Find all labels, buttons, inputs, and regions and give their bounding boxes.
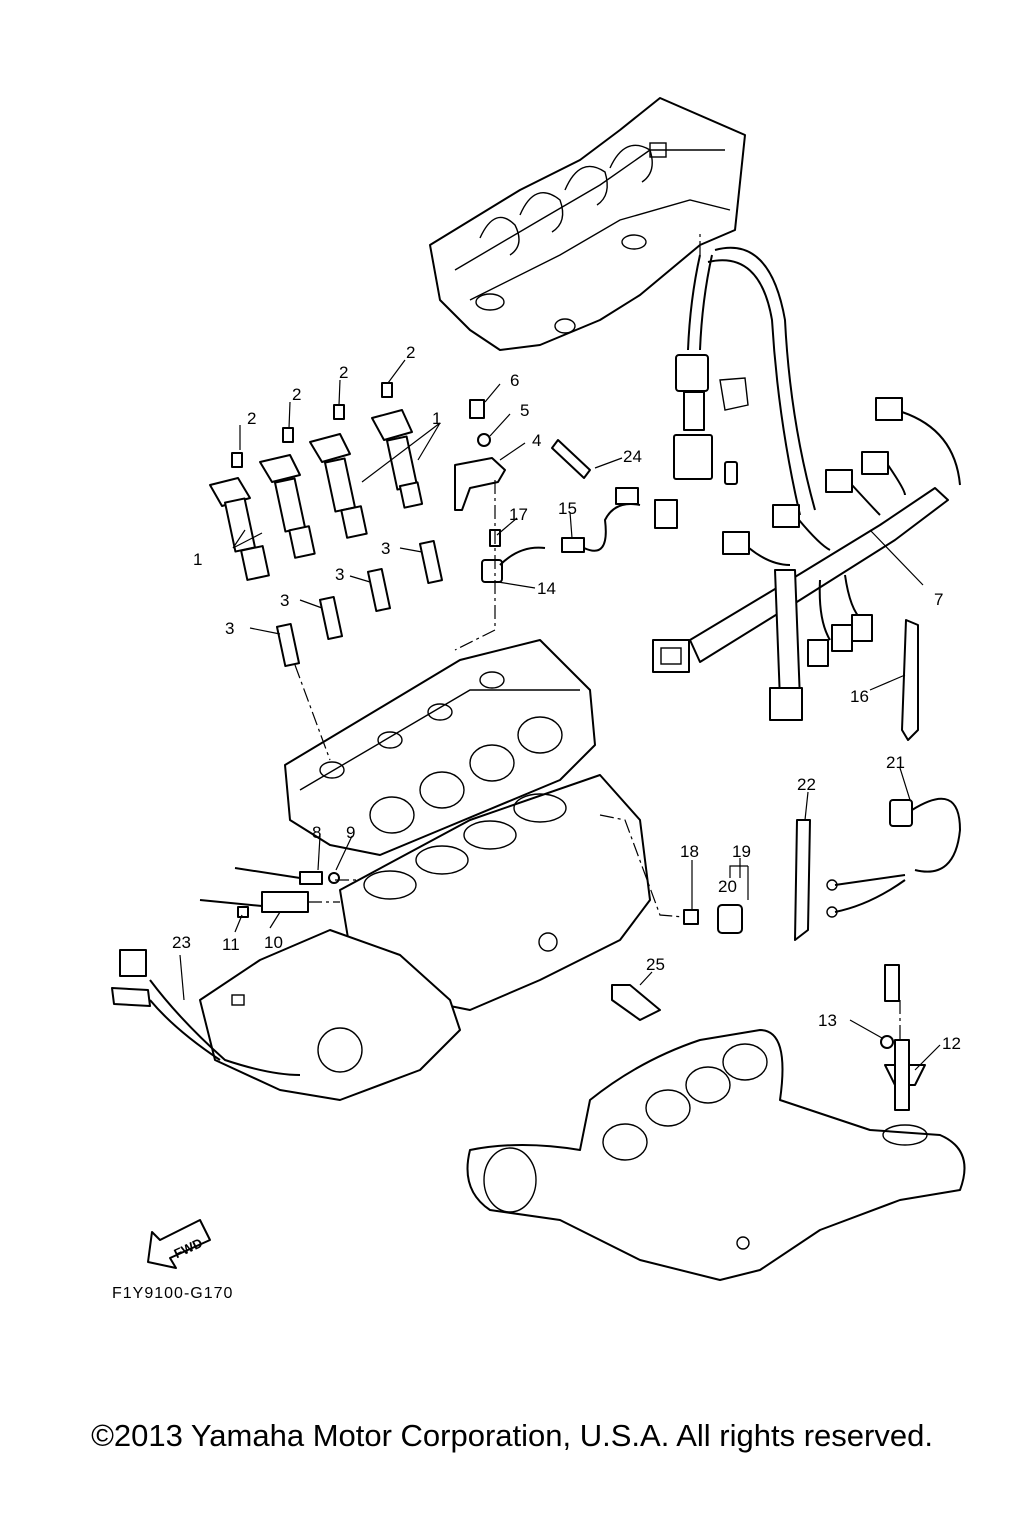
callout-3a: 3 xyxy=(381,539,390,558)
callout-9: 9 xyxy=(346,823,355,842)
cylinder-head xyxy=(284,639,596,856)
callout-17: 17 xyxy=(509,505,528,524)
callout-25: 25 xyxy=(646,955,665,974)
wire-harness xyxy=(652,246,961,721)
callout-15: 15 xyxy=(558,499,577,518)
callout-8: 8 xyxy=(312,823,321,842)
callout-5: 5 xyxy=(520,401,529,420)
callout-7: 7 xyxy=(934,590,943,609)
callout-13: 13 xyxy=(818,1011,837,1030)
ignition-coils xyxy=(209,382,424,581)
callout-11: 11 xyxy=(222,935,240,954)
exhaust-manifold xyxy=(466,1029,966,1281)
callout-14: 14 xyxy=(537,579,556,598)
callout-6: 6 xyxy=(510,371,519,390)
callout-3b: 3 xyxy=(335,565,344,584)
fwd-arrow-icon: FWD xyxy=(147,1219,211,1269)
callout-1a: 1 xyxy=(193,550,202,569)
callout-2b: 2 xyxy=(292,385,301,404)
intake-manifold xyxy=(429,97,746,351)
callout-16: 16 xyxy=(850,687,869,706)
callout-4: 4 xyxy=(532,431,541,450)
callout-labels: 1 1 2 2 2 2 3 3 3 3 4 5 6 7 8 9 10 11 12… xyxy=(172,343,961,1053)
crankcase xyxy=(199,929,461,1101)
callout-2a: 2 xyxy=(247,409,256,428)
assembly-lines xyxy=(294,232,901,1040)
leader-lines xyxy=(179,359,941,1071)
callout-3d: 3 xyxy=(225,619,234,638)
callout-23: 23 xyxy=(172,933,191,952)
callout-1b: 1 xyxy=(432,409,441,428)
callout-12: 12 xyxy=(942,1034,961,1053)
callout-2c: 2 xyxy=(339,363,348,382)
callout-18: 18 xyxy=(680,842,699,861)
sensor-group xyxy=(454,399,678,583)
callout-3c: 3 xyxy=(280,591,289,610)
callout-21: 21 xyxy=(886,753,905,772)
callout-24: 24 xyxy=(623,447,642,466)
copyright-notice: ©2013 Yamaha Motor Corporation, U.S.A. A… xyxy=(91,1418,933,1453)
callout-10: 10 xyxy=(264,933,283,952)
figure-code: F1Y9100-G170 xyxy=(112,1285,234,1302)
callout-20: 20 xyxy=(718,877,737,896)
wire-harness-23 xyxy=(111,949,301,1076)
spark-plugs xyxy=(275,539,444,668)
knock-sensors xyxy=(199,867,340,918)
callout-19: 19 xyxy=(732,842,751,861)
callout-2d: 2 xyxy=(406,343,415,362)
callout-22: 22 xyxy=(797,775,816,794)
